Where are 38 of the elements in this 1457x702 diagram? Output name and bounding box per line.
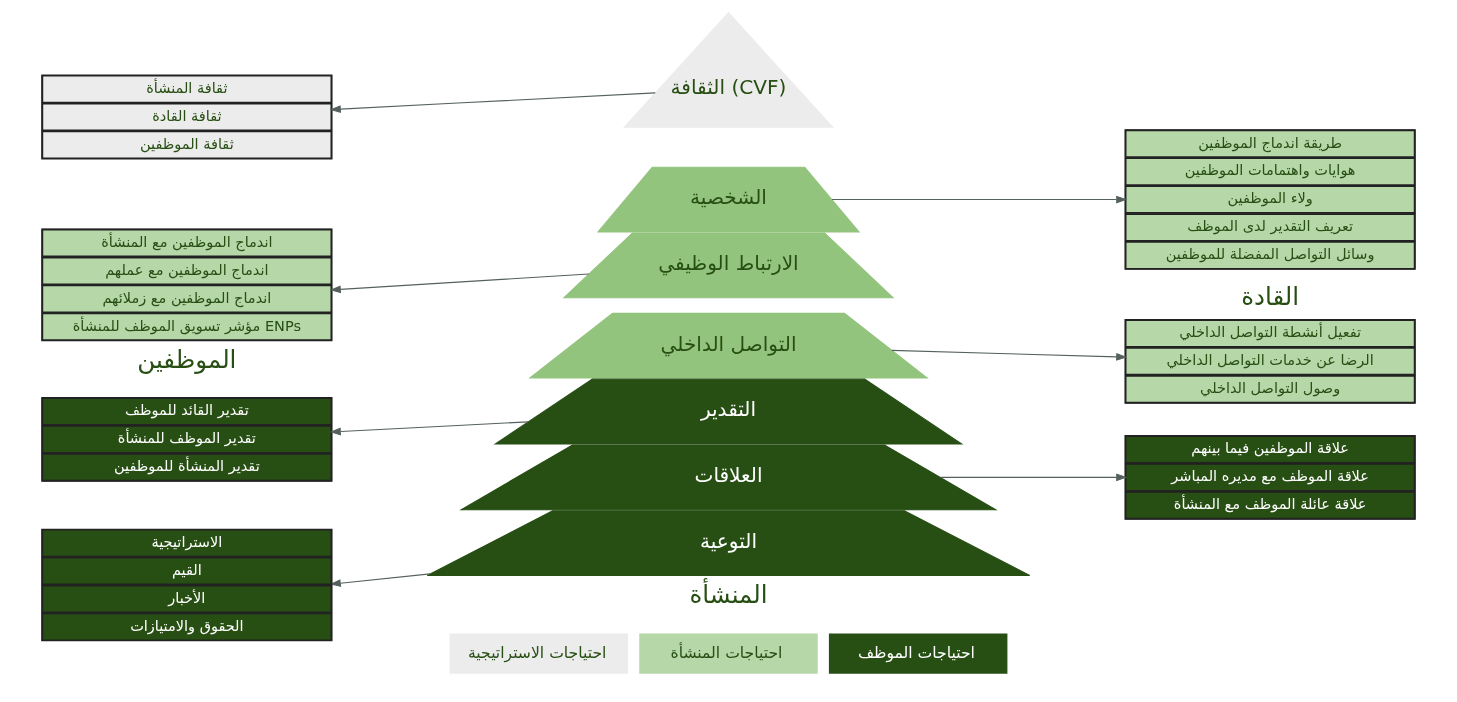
node-box: وصول التواصل الداخلي bbox=[1124, 375, 1416, 404]
label: المنشأة bbox=[689, 579, 768, 609]
node-box: القيم bbox=[41, 556, 333, 586]
node-box: ولاء الموظفين bbox=[1124, 185, 1416, 214]
node-box: ثقافة المنشأة bbox=[41, 74, 333, 104]
label: القادة bbox=[1241, 282, 1300, 312]
node-box: هوايات واهتمامات الموظفين bbox=[1124, 157, 1416, 186]
node-box: تقدير المنشأة للموظفين bbox=[41, 453, 333, 482]
arrow bbox=[891, 349, 1128, 361]
arrow bbox=[329, 573, 431, 588]
node-box: ثقافة الموظفين bbox=[41, 130, 333, 160]
node-box: اندماج الموظفين مع المنشأة bbox=[41, 228, 333, 258]
legend-label: احتياجات الموظف bbox=[857, 643, 975, 662]
node-box: علاقة الموظفين فيما بينهم bbox=[1124, 435, 1416, 464]
node-box: مؤشر تسويق الموظف للمنشأة ENPs bbox=[41, 312, 333, 341]
node-box: طريقة اندماج الموظفين bbox=[1124, 129, 1416, 158]
node-box: اندماج الموظفين مع عملهم bbox=[41, 256, 333, 286]
node-box: علاقة عائلة الموظف مع المنشأة bbox=[1124, 491, 1416, 520]
label: الموظفين bbox=[137, 344, 237, 374]
node-box: ثقافة القادة bbox=[41, 102, 333, 132]
legend-label: احتياجات الاستراتيجية bbox=[468, 643, 607, 662]
node-box: وسائل التواصل المفضلة للموظفين bbox=[1124, 241, 1416, 270]
node-box: تقدير الموظف للمنشأة bbox=[41, 425, 333, 454]
node-box: الرضا عن خدمات التواصل الداخلي bbox=[1124, 347, 1416, 376]
node-box: تقدير القائد للموظف bbox=[41, 397, 333, 426]
node-box: علاقة الموظف مع مديره المباشر bbox=[1124, 463, 1416, 492]
arrow bbox=[831, 195, 1128, 204]
node-box: الاستراتيجية bbox=[41, 528, 333, 558]
node-box: تفعيل أنشطة التواصل الداخلي bbox=[1124, 319, 1416, 348]
node-box: الأخبار bbox=[41, 584, 333, 614]
node-box: تعريف التقدير لدى الموظف bbox=[1124, 213, 1416, 242]
legend-label: احتياجات المنشأة bbox=[670, 643, 783, 662]
arrow bbox=[329, 421, 529, 436]
arrow bbox=[329, 273, 590, 294]
node-box: اندماج الموظفين مع زملائهم bbox=[41, 284, 333, 314]
node-box: الحقوق والامتيازات bbox=[41, 612, 333, 642]
arrow bbox=[329, 92, 656, 113]
arrow bbox=[939, 473, 1128, 482]
